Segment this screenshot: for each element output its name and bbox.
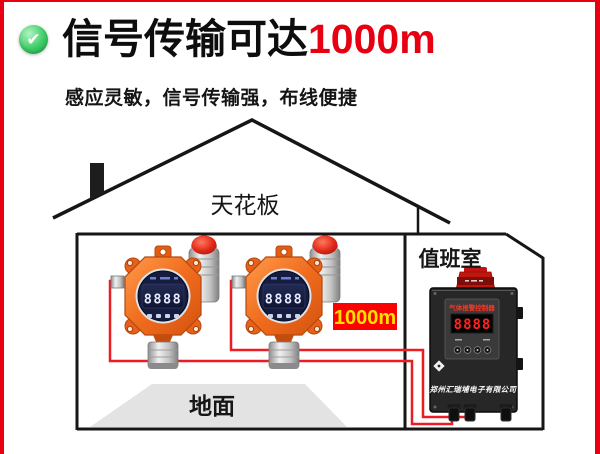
sensor-neck bbox=[153, 335, 173, 342]
wire-detector1 bbox=[108, 279, 454, 426]
roof bbox=[52, 118, 451, 225]
controller-name: 气体报警控制器 bbox=[448, 303, 495, 312]
check-glyph: ✔ bbox=[26, 29, 41, 49]
house-outline bbox=[52, 118, 545, 431]
controller-display bbox=[450, 313, 494, 334]
panel-marks bbox=[455, 339, 490, 341]
chimney bbox=[90, 163, 104, 200]
lug-holes bbox=[247, 259, 321, 333]
controller-buttons bbox=[453, 346, 492, 354]
duty-room-label: 值班室 bbox=[419, 247, 482, 271]
detector-buttons bbox=[268, 314, 300, 318]
gas-detector-1: 8888 bbox=[110, 235, 220, 369]
cable-gland bbox=[231, 275, 246, 289]
page-subtitle: 感应灵敏，信号传输强，布线便捷 bbox=[65, 88, 358, 109]
distance-badge: 1000m bbox=[333, 303, 397, 330]
display-marks bbox=[271, 277, 299, 280]
display-marks bbox=[150, 277, 178, 280]
detector-display-value: 8888 bbox=[144, 292, 183, 308]
check-icon: ✔ bbox=[19, 25, 48, 54]
bottom-glands bbox=[447, 404, 513, 422]
sensor-head bbox=[268, 341, 300, 369]
sensor-head bbox=[147, 341, 179, 369]
company-name: 郑州汇瑞埔电子有限公司 bbox=[429, 385, 518, 394]
ceiling-label: 天花板 bbox=[211, 192, 280, 218]
detector-display-value: 8888 bbox=[265, 292, 304, 308]
sensor-neck bbox=[274, 335, 294, 342]
wall-hinges bbox=[516, 307, 523, 370]
alarm-controller: 气体报警控制器 8888 郑州汇瑞埔电子有限公司 bbox=[429, 267, 523, 422]
gas-detector-2: 8888 bbox=[231, 235, 341, 369]
detector-buttons bbox=[147, 314, 179, 318]
lug-holes bbox=[126, 259, 200, 333]
controller-display-value: 8888 bbox=[454, 317, 492, 333]
title-highlight: 1000m bbox=[308, 16, 436, 62]
ground-label: 地面 bbox=[189, 393, 235, 419]
distance-label: 1000m bbox=[334, 307, 396, 329]
cable-gland bbox=[110, 275, 125, 289]
floor-slab bbox=[90, 384, 347, 427]
duty-roof-slant bbox=[505, 232, 544, 260]
title-text: 信号传输可达 bbox=[62, 16, 308, 62]
page-title: 信号传输可达1000m bbox=[62, 14, 436, 65]
